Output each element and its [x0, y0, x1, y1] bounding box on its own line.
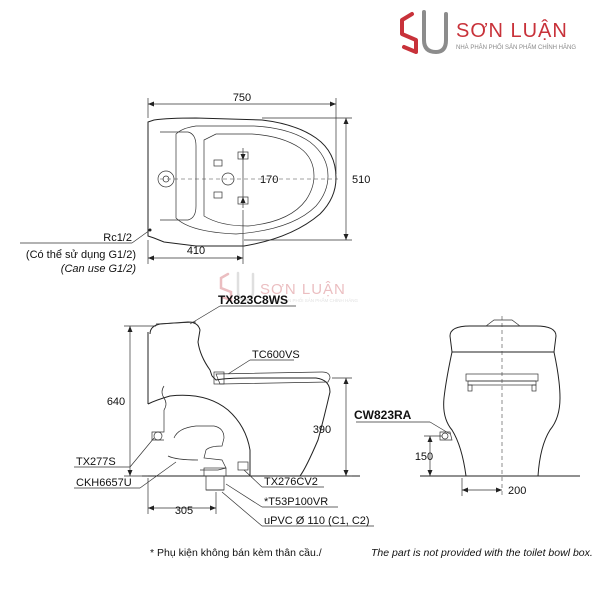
part-seat-label: TC600VS [252, 349, 300, 361]
footnote-vi: * Phụ kiện không bán kèm thân cầu./ [150, 547, 322, 559]
dim-inlet-offset-label: 200 [508, 485, 526, 497]
part-valve-label: TX277S [76, 456, 116, 468]
dim-inlet-height-label: 150 [415, 451, 433, 463]
brand-name: SƠN LUẬN [456, 19, 568, 42]
side-view: 640 390 305 TX823C8WS TC600VS CW823RA TX… [74, 293, 451, 527]
part-flange-label: *T53P100VR [264, 496, 328, 508]
front-view: 150 200 [415, 316, 580, 498]
inlet-label: Rc1/2 [103, 232, 132, 244]
inlet-note-en: (Can use G1/2) [61, 263, 137, 275]
dim-depth-label: 510 [352, 174, 370, 186]
dim-height-label: 640 [107, 396, 125, 408]
part-outlet-label: TX276CV2 [264, 476, 318, 488]
watermark-name: SƠN LUẬN [260, 281, 346, 298]
watermark-tagline: NHÀ PHÂN PHỐI SẢN PHẨM CHÍNH HÃNG [268, 297, 359, 303]
top-view: 750 510 170 410 Rc1/2 (Có thể sử dụng G1… [20, 92, 370, 275]
dim-width-label: 750 [233, 92, 251, 104]
dim-seat-label: 390 [313, 424, 331, 436]
part-cistern-label: TX823C8WS [218, 293, 288, 307]
brand-tagline: NHÀ PHÂN PHỐI SẢN PHẨM CHÍNH HÃNG [456, 44, 576, 51]
footnote: * Phụ kiện không bán kèm thân cầu./ The … [150, 547, 593, 559]
footnote-en: The part is not provided with the toilet… [371, 547, 593, 559]
dim-rough-in-label: 305 [175, 505, 193, 517]
logo-mark-icon [400, 10, 448, 55]
brand-logo: SƠN LUẬN NHÀ PHÂN PHỐI SẢN PHẨM CHÍNH HÃ… [400, 10, 576, 55]
pipe-spec-label: uPVC Ø 110 (C1, C2) [264, 515, 370, 527]
dim-rear-label: 410 [187, 245, 205, 257]
part-bowl-label: CW823RA [354, 408, 412, 422]
inlet-note-vi: (Có thể sử dụng G1/2) [26, 249, 136, 261]
part-hose-label: CKH6657U [76, 477, 132, 489]
watermark: SƠN LUẬN NHÀ PHÂN PHỐI SẢN PHẨM CHÍNH HÃ… [219, 271, 359, 303]
dim-fixing-label: 170 [260, 174, 278, 186]
